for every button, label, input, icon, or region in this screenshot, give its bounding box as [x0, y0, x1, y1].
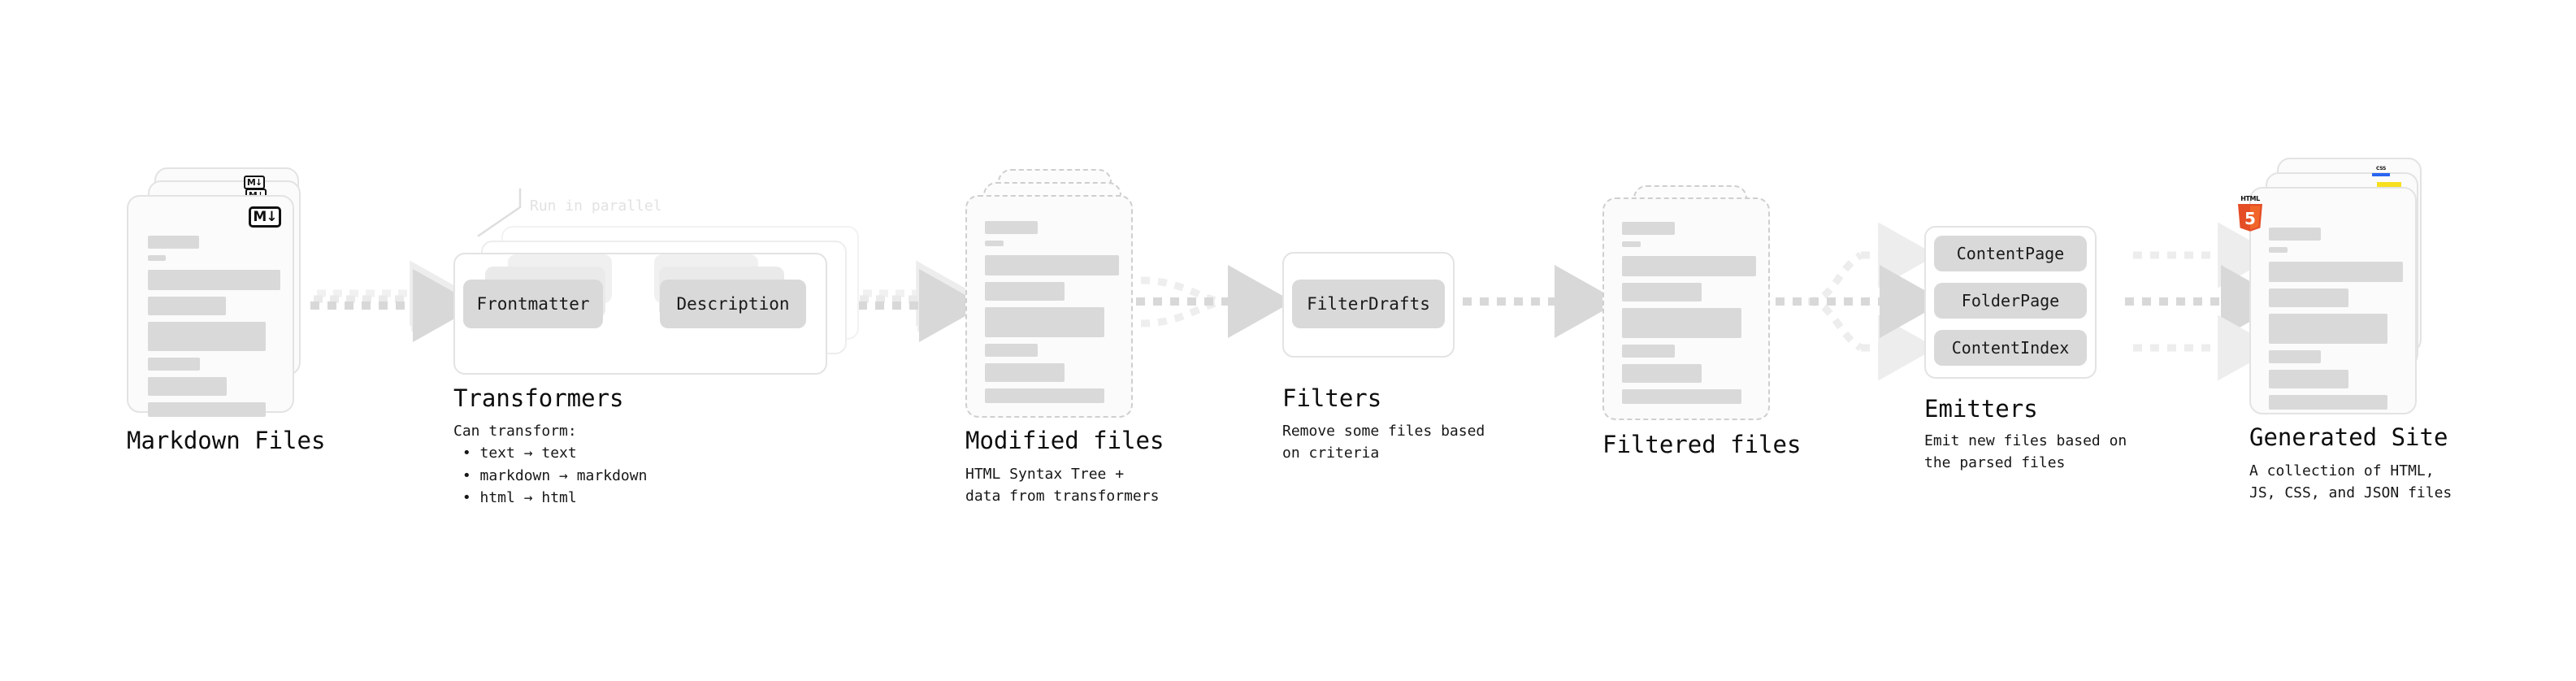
skeleton-bar [148, 377, 227, 396]
stage-generated-site: CSS HTML 5 [0, 0, 2452, 501]
skeleton-bar [1622, 308, 1741, 338]
skeleton-bar [2269, 395, 2387, 410]
skeleton-bar [985, 255, 1119, 275]
emitters-description: Emit new files based on the parsed files [1924, 432, 2127, 472]
svg-text:5: 5 [2244, 209, 2256, 228]
skeleton-bar [2269, 314, 2387, 344]
chip-description[interactable]: Description [660, 280, 806, 328]
skeleton-bar [1622, 283, 1702, 301]
modified-files-description: HTML Syntax Tree + data from transformer… [965, 466, 1160, 505]
filtered-skeleton [1622, 222, 1756, 410]
chip-contentpage[interactable]: ContentPage [1934, 236, 2087, 271]
arrow-emitters-to-site [2125, 222, 2286, 381]
transformers-description: Can transform: • text → text • markdown … [453, 423, 648, 507]
skeleton-bar [1622, 241, 1641, 247]
skeleton-bar [985, 388, 1104, 403]
skeleton-bar [985, 241, 1004, 246]
modified-files-title: Modified files [965, 427, 1164, 454]
skeleton-bar [2269, 370, 2348, 388]
markdown-skeleton [148, 236, 280, 423]
skeleton-bar [2269, 262, 2403, 282]
skeleton-bar [148, 297, 226, 315]
skeleton-bar [1622, 222, 1675, 235]
generated-site-description: A collection of HTML, JS, CSS, and JSON … [2249, 462, 2452, 502]
skeleton-bar [985, 307, 1104, 337]
modified-card-front [965, 195, 1133, 418]
skeleton-bar [148, 255, 166, 261]
html5-icon: HTML 5 [2236, 195, 2264, 232]
skeleton-bar [2269, 228, 2321, 241]
skeleton-bar [148, 236, 199, 249]
markdown-icon: M↓ [249, 206, 281, 228]
generated-site-title: Generated Site [2249, 423, 2448, 451]
skeleton-bar [2269, 350, 2321, 363]
chip-frontmatter[interactable]: Frontmatter [463, 280, 603, 328]
skeleton-bar [1622, 256, 1756, 276]
css3-icon: CSS [2372, 166, 2390, 176]
markdown-files-title: Markdown Files [127, 427, 326, 454]
skeleton-bar [148, 270, 280, 290]
run-in-parallel-note: Run in parallel [530, 197, 662, 215]
arrow-modified-to-filters [1136, 265, 1293, 338]
site-skeleton [2269, 228, 2403, 416]
skeleton-bar [985, 344, 1038, 357]
transformers-title: Transformers [453, 384, 624, 412]
skeleton-bar [985, 221, 1038, 234]
chip-filterdrafts[interactable]: FilterDrafts [1292, 280, 1445, 328]
skeleton-bar [148, 322, 266, 351]
site-card-front: HTML 5 [2238, 187, 2417, 416]
chip-contentindex[interactable]: ContentIndex [1934, 330, 2087, 366]
filtered-card-front [1602, 197, 1770, 420]
skeleton-bar [2269, 247, 2288, 253]
emitters-title: Emitters [1924, 395, 2038, 423]
chip-folderpage[interactable]: FolderPage [1934, 283, 2087, 319]
markdown-icon-back: M↓ [244, 176, 265, 189]
skeleton-bar [148, 358, 200, 371]
modified-skeleton [985, 221, 1119, 410]
markdown-card-front: M↓ [127, 195, 294, 417]
skeleton-bar [1622, 345, 1675, 358]
skeleton-bar [1622, 389, 1741, 404]
skeleton-bar [148, 402, 266, 417]
skeleton-bar [985, 363, 1065, 382]
skeleton-bar [2269, 288, 2348, 307]
filters-title: Filters [1282, 384, 1382, 412]
skeleton-bar [985, 282, 1065, 301]
arrow-filtered-to-emitters [1776, 222, 1945, 381]
filtered-files-title: Filtered files [1602, 431, 1802, 458]
filters-description: Remove some files based on criteria [1282, 423, 1485, 462]
arrow-markdown-to-transformers [310, 260, 478, 342]
skeleton-bar [1622, 364, 1702, 383]
